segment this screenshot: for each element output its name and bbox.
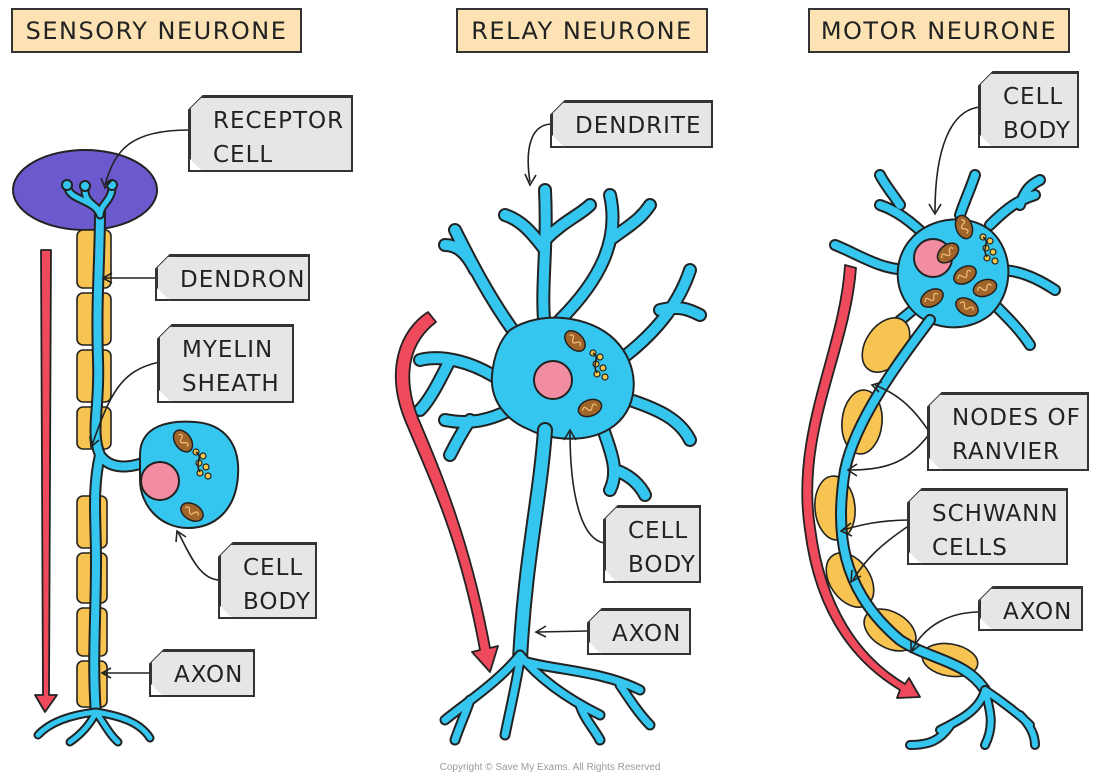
label-relay-cell-body-line1: CELL <box>628 518 689 544</box>
label-sensory-cell-body-line2: BODY <box>243 589 311 615</box>
sensory-neurone <box>12 129 240 747</box>
motor-cell-body <box>896 218 1010 329</box>
sensory-cell-body <box>139 420 240 529</box>
label-nodes-of-ranvier-line2: RANVIER <box>952 439 1061 465</box>
title-sensory-neurone: SENSORY NEURONE <box>11 8 302 53</box>
label-schwann-cells-line2: CELLS <box>932 535 1008 561</box>
label-receptor-cell: RECEPTOR CELL <box>189 96 353 172</box>
motor-neurone <box>801 106 1061 750</box>
label-sensory-cell-body: CELL BODY <box>219 543 317 619</box>
label-nodes-of-ranvier-line1: NODES OF <box>952 405 1081 431</box>
relay-neurone <box>394 123 707 746</box>
relay-impulse-direction-arrow <box>394 311 499 673</box>
label-sensory-axon-line1: AXON <box>174 662 244 688</box>
label-myelin-sheath: MYELIN SHEATH <box>158 325 294 403</box>
label-relay-cell-body: CELL BODY <box>604 506 701 583</box>
label-motor-cell-body-line2: BODY <box>1003 118 1071 144</box>
title-relay-neurone: RELAY NEURONE <box>456 8 708 53</box>
label-dendron-line1: DENDRON <box>180 267 306 293</box>
label-nodes-of-ranvier: NODES OF RANVIER <box>928 393 1089 471</box>
label-receptor-cell-line1: RECEPTOR <box>213 108 345 134</box>
label-sensory-cell-body-line1: CELL <box>243 555 304 581</box>
label-dendron: DENDRON <box>156 255 310 301</box>
label-motor-axon: AXON <box>979 587 1083 631</box>
label-relay-axon-line1: AXON <box>612 621 682 647</box>
label-dendrite: DENDRITE <box>551 101 713 148</box>
label-motor-cell-body: CELL BODY <box>979 72 1079 148</box>
label-schwann-cells: SCHWANN CELLS <box>908 489 1068 565</box>
label-relay-cell-body-line2: BODY <box>628 552 696 578</box>
sensory-impulse-direction-arrow <box>34 249 58 713</box>
relay-dendrites <box>413 183 707 502</box>
label-schwann-cells-line1: SCHWANN <box>932 501 1059 527</box>
label-relay-axon: AXON <box>588 609 691 655</box>
label-motor-cell-body-line1: CELL <box>1003 84 1064 110</box>
title-motor-neurone: MOTOR NEURONE <box>808 8 1070 53</box>
label-myelin-sheath-line1: MYELIN <box>182 337 274 363</box>
label-motor-axon-line1: AXON <box>1003 599 1073 625</box>
label-receptor-cell-line2: CELL <box>213 142 274 168</box>
copyright-notice: Copyright © Save My Exams. All Rights Re… <box>439 762 661 773</box>
label-sensory-axon: AXON <box>150 650 255 697</box>
label-myelin-sheath-line2: SHEATH <box>182 371 280 397</box>
label-dendrite-line1: DENDRITE <box>575 113 702 139</box>
motor-impulse-direction-arrow <box>801 264 921 699</box>
